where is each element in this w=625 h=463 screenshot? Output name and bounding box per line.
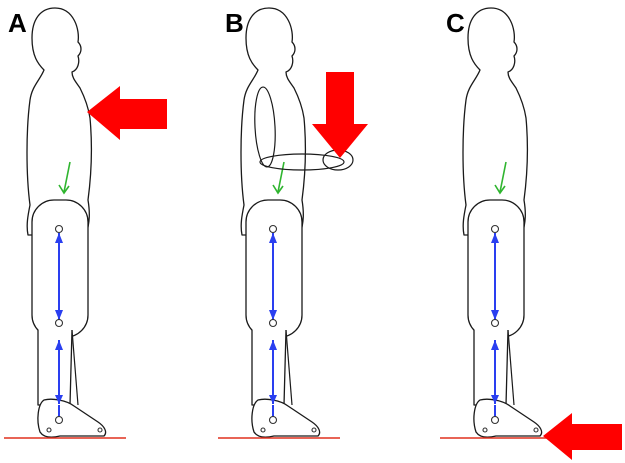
panel-a: A [4, 8, 167, 438]
red-arrow-down-icon [312, 72, 368, 158]
panel-label-c: C [446, 8, 465, 38]
human-figure-a [4, 8, 126, 438]
panel-label-b: B [225, 8, 244, 38]
panel-c: C [440, 8, 622, 460]
panel-label-a: A [8, 8, 27, 38]
human-figure-b [218, 8, 340, 438]
human-figure-c [440, 8, 562, 438]
red-arrow-left-feet-icon [543, 413, 622, 460]
panel-b: B [218, 8, 368, 438]
red-arrow-left-icon [87, 86, 167, 140]
